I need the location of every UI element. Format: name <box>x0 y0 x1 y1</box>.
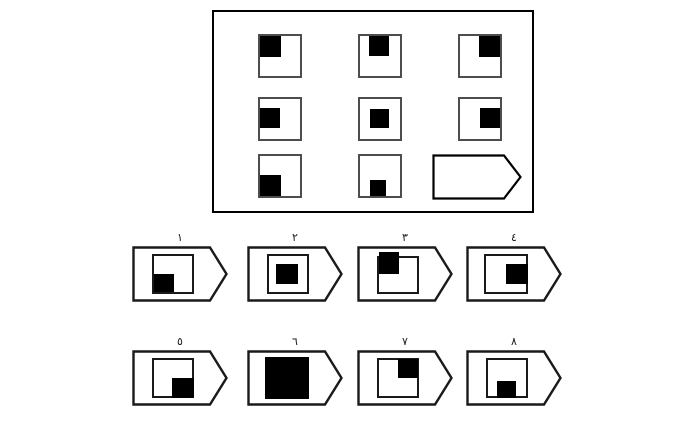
matrix-cell-2[interactable] <box>358 34 402 78</box>
matrix-cell-3[interactable] <box>458 34 502 78</box>
black-square-mark <box>370 109 389 128</box>
option-4-label: ٤ <box>511 231 517 244</box>
black-square-mark <box>276 264 298 284</box>
matrix-panel <box>212 10 534 213</box>
black-square-mark <box>265 357 309 399</box>
option-6-shape <box>247 350 343 406</box>
option-2-shape <box>247 246 343 302</box>
black-square-mark <box>497 381 516 398</box>
matrix-cell-7[interactable] <box>258 154 302 198</box>
black-square-mark <box>379 252 399 274</box>
pentagon-arrow-icon <box>432 154 522 200</box>
matrix-cell-4[interactable] <box>258 97 302 141</box>
option-3[interactable]: ٣ <box>357 232 453 302</box>
option-2-label: ٢ <box>292 231 298 244</box>
black-square-mark <box>369 36 389 56</box>
black-square-mark <box>260 175 281 196</box>
option-5-label: ٥ <box>177 335 183 348</box>
black-square-mark <box>260 108 280 128</box>
option-3-shape <box>357 246 453 302</box>
matrix-cell-6[interactable] <box>458 97 502 141</box>
option-1-shape <box>132 246 228 302</box>
black-square-mark <box>480 108 500 128</box>
option-3-label: ٣ <box>402 231 408 244</box>
option-7-shape <box>357 350 453 406</box>
matrix-cell-5[interactable] <box>358 97 402 141</box>
option-6-label: ٦ <box>292 335 298 348</box>
option-2[interactable]: ٢ <box>247 232 343 302</box>
option-8-label: ٨ <box>511 335 517 348</box>
black-square-mark <box>506 264 528 284</box>
option-4-shape <box>466 246 562 302</box>
black-square-mark <box>172 378 194 398</box>
option-6[interactable]: ٦ <box>247 336 343 406</box>
option-1-label: ١ <box>177 231 183 244</box>
matrix-grid <box>214 12 532 211</box>
matrix-cell-1[interactable] <box>258 34 302 78</box>
black-square-mark <box>398 359 418 378</box>
option-1[interactable]: ١ <box>132 232 228 302</box>
option-5[interactable]: ٥ <box>132 336 228 406</box>
black-square-mark <box>154 274 174 292</box>
option-8-shape <box>466 350 562 406</box>
option-4[interactable]: ٤ <box>466 232 562 302</box>
matrix-cell-9-missing[interactable] <box>432 154 522 200</box>
black-square-mark <box>370 180 386 196</box>
options-area: ١ ٢ ٣ <box>0 228 700 421</box>
black-square-mark <box>260 36 281 57</box>
option-7-label: ٧ <box>402 335 408 348</box>
option-7[interactable]: ٧ <box>357 336 453 406</box>
option-5-shape <box>132 350 228 406</box>
matrix-cell-8[interactable] <box>358 154 402 198</box>
option-8[interactable]: ٨ <box>466 336 562 406</box>
black-square-mark <box>479 36 500 57</box>
